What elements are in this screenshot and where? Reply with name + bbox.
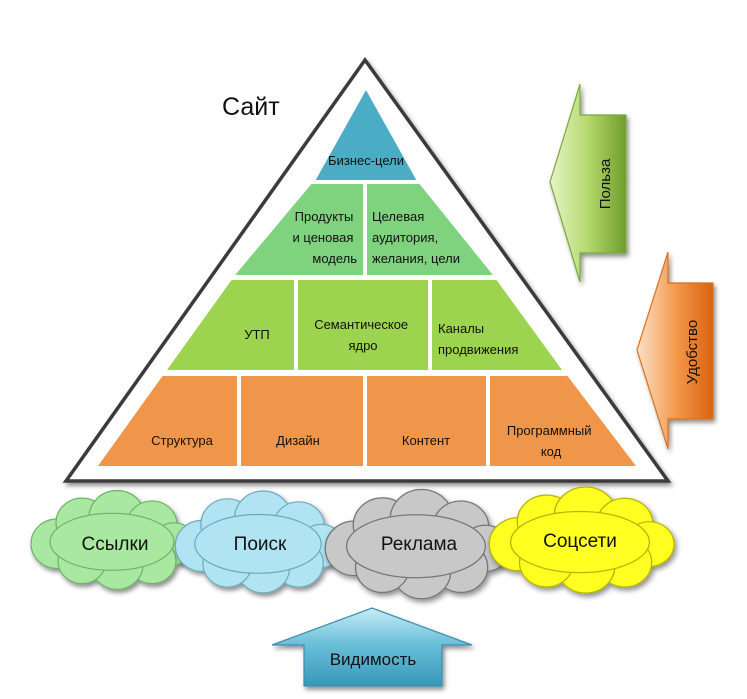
bottom-arrow-visibility <box>271 607 473 687</box>
tier3-cell-2 <box>296 278 430 372</box>
tier4-cell-3 <box>365 374 488 468</box>
tier2-cell-2 <box>365 182 498 277</box>
tier2-cell-1-label: Продукты и ценовая модель <box>293 209 358 266</box>
tier4-cell-1 <box>94 374 239 468</box>
tier4-cell-1-label: Структура <box>151 433 213 448</box>
side-arrow-benefit <box>549 83 627 283</box>
side-arrow-benefit-label: Польза <box>597 158 614 209</box>
tier4-cell-4-label: Программный код <box>507 423 595 459</box>
side-arrow-convenience-label: Удобство <box>684 320 701 384</box>
cloud-social-label: Соцсети <box>543 531 617 552</box>
cloud-links-label: Ссылки <box>82 534 149 555</box>
diagram-title: Сайт <box>222 93 280 121</box>
tier3-cell-3-label: Каналы продвижения <box>438 321 518 357</box>
cloud-search-label: Поиск <box>234 534 287 555</box>
tier4-cell-2 <box>239 374 365 468</box>
tier3-cell-1-label: УТП <box>244 327 270 342</box>
tier2-cell-2-label: Целевая аудитория, желания, цели <box>372 209 460 266</box>
tier3-cell-2-label: Семантическое ядро <box>314 317 412 353</box>
cloud-ads-label: Реклама <box>381 534 458 555</box>
side-arrow-convenience <box>636 251 714 450</box>
tier4-cell-4 <box>488 374 641 468</box>
tier4-cell-2-label: Дизайн <box>276 433 320 448</box>
tier3-cell-1 <box>163 278 296 372</box>
tier3-cell-3 <box>430 278 566 372</box>
tier1-label: Бизнес-цели <box>328 153 404 168</box>
tier4-cell-3-label: Контент <box>402 433 450 448</box>
tier2-cell-1 <box>230 182 365 277</box>
tier1-fill <box>312 85 420 182</box>
bottom-arrow-visibility-label: Видимость <box>330 650 417 669</box>
